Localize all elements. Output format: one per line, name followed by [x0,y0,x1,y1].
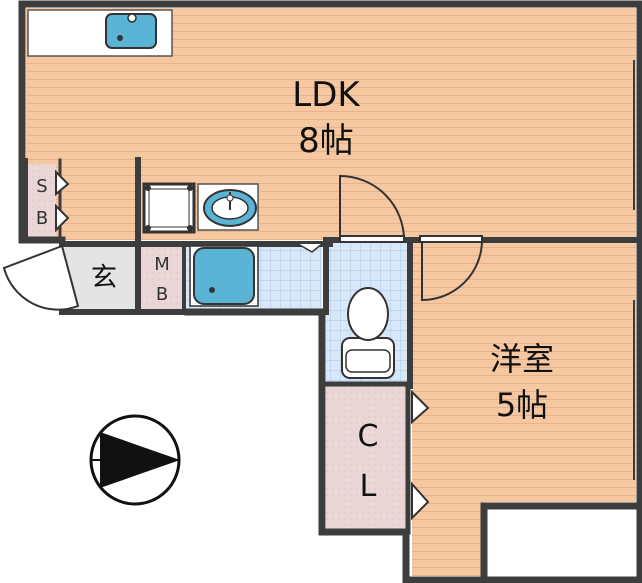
entrance-label: 玄 [91,263,117,293]
bath-vent [297,243,323,253]
western-room-floor [412,240,636,502]
ldk-name-label: LDK [292,75,361,115]
washing-machine-icon [142,182,196,234]
doors [2,174,483,311]
western-room-floor-lower [412,502,484,576]
shoe-box-floor [28,164,56,238]
closet-floor [326,386,408,530]
toilet-icon [341,287,395,379]
closet-label-line1: C [358,419,379,454]
sink-icon [105,13,157,49]
closet-label-line2: L [360,469,377,504]
north-arrow-icon [89,414,181,506]
meter-box-label-line1: M [154,254,170,275]
western-room-size-label: 5帖 [496,386,548,424]
shoe-box-label-line1: S [36,176,47,197]
shoe-box-label-line2: B [36,208,48,229]
meter-box-label-line2: B [156,284,168,305]
meter-box-floor [140,242,184,310]
closet-door-markers [55,169,430,521]
bathtub-icon [189,245,259,307]
ldk-size-label: 8帖 [298,121,354,161]
western-room-name-label: 洋室 [490,340,554,378]
washbasin-icon [197,183,259,231]
